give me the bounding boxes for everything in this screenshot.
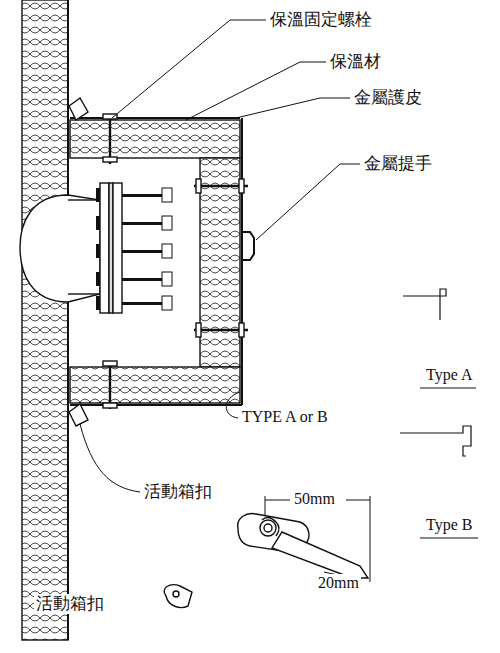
bottom-insulation [70, 367, 240, 403]
part-label: 保溫固定螺栓 [268, 10, 374, 30]
nozzle [20, 195, 100, 302]
dimension-line [265, 496, 370, 582]
wall-jacket [67, 0, 69, 640]
nut [96, 188, 172, 310]
part-label: 活動箱扣 [142, 482, 214, 502]
dimension-label: 50mm [292, 490, 337, 508]
type-a-profile [403, 289, 446, 320]
movable-latch [164, 514, 368, 608]
fixing-bolt [103, 114, 117, 409]
case-latch [69, 98, 88, 120]
case-latch [69, 404, 88, 426]
fixing-bolt [194, 179, 248, 337]
dimension-label: 20mm [316, 574, 361, 592]
right-insulation [200, 158, 240, 367]
part-label: 保溫材 [328, 52, 383, 72]
dimension-label: Type A [424, 366, 474, 384]
type-b-profile [400, 426, 471, 456]
flange [100, 183, 109, 313]
leader-line [80, 20, 360, 492]
part-label: 活動箱扣 [34, 594, 106, 614]
metal-handle [242, 232, 254, 260]
part-label: 金屬護皮 [352, 88, 424, 108]
wall-insulation [22, 0, 68, 640]
part-label: 金屬提手 [362, 154, 434, 174]
top-insulation [70, 120, 240, 158]
dimension-label: TYPE A or B [240, 408, 330, 426]
dimension-label: Type B [424, 516, 474, 534]
